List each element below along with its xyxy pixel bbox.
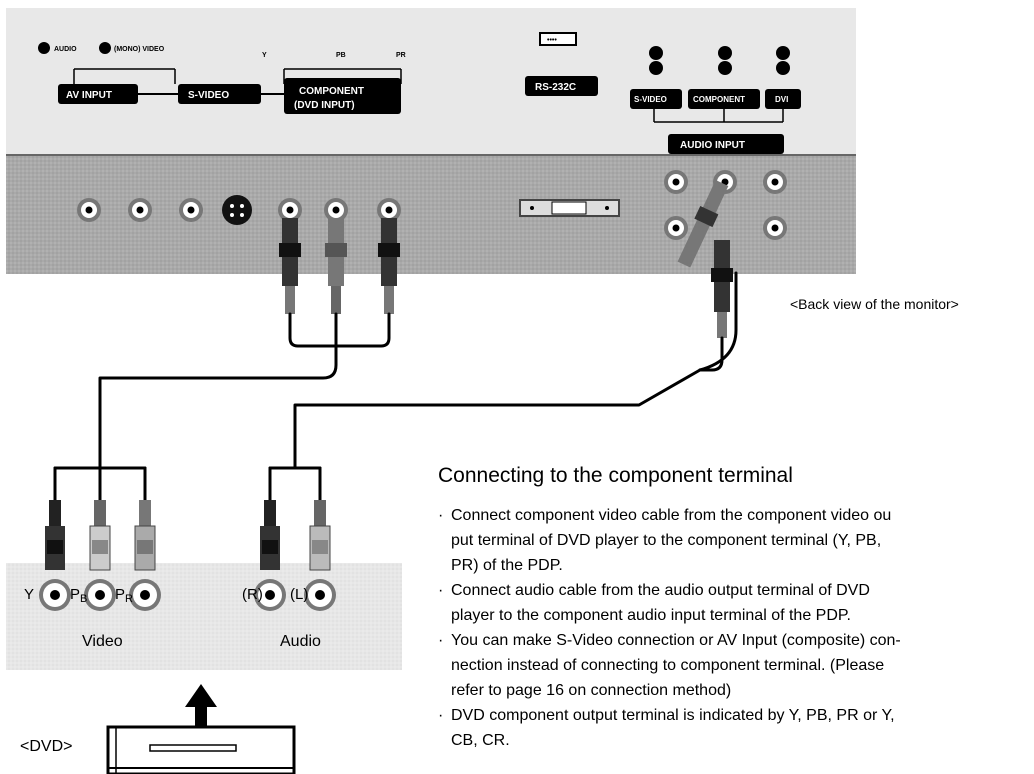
- panel-y-label: Y: [262, 52, 267, 59]
- audio-input-label-box: [668, 134, 784, 154]
- instruction-text: You can make S-Video connection or AV In…: [451, 632, 901, 649]
- panel-l-badge: L: [103, 46, 108, 53]
- instruction-line: refer to page 16 on connection method): [438, 681, 1034, 700]
- dvd-video-plugs: [39, 500, 161, 611]
- instruction-text: DVD component output terminal is indicat…: [451, 707, 895, 724]
- rs232c-label-box: [525, 76, 598, 96]
- instruction-line: nection instead of connecting to compone…: [438, 656, 1034, 675]
- monitor-back-view-caption: <Back view of the monitor>: [790, 296, 959, 312]
- rear-jacks: [77, 170, 787, 240]
- instruction-text: put terminal of DVD player to the compon…: [451, 532, 882, 549]
- dvd-y-label: Y: [24, 586, 34, 603]
- audio-s-video-label-box: [630, 89, 682, 109]
- audio-dvi-label: DVI: [775, 95, 788, 104]
- audio-component-label-box: [688, 89, 760, 109]
- rs232c-icon: [539, 32, 577, 46]
- bullet: ·: [438, 507, 444, 524]
- panel-audio-label: AUDIO: [54, 46, 77, 53]
- s-video-label: S-VIDEO: [188, 90, 229, 101]
- dvd-pr-label: PR: [115, 586, 133, 605]
- instruction-line: player to the component audio input term…: [438, 606, 1034, 625]
- dvd-player-icon: [106, 725, 296, 774]
- connection-instructions: Connecting to the component terminal · Co…: [438, 463, 1034, 774]
- rs232c-label: RS-232C: [535, 82, 576, 93]
- dvd-video-caption: Video: [82, 633, 123, 650]
- audio-dvi-label-box: [765, 89, 801, 109]
- svg-text:R: R: [653, 66, 658, 73]
- audio-input-label: AUDIO INPUT: [680, 140, 745, 151]
- instruction-text: refer to page 16 on connection method): [451, 682, 732, 699]
- instruction-line: · Connect audio cable from the audio outp…: [438, 581, 1034, 600]
- instruction-text: CB, CR.: [451, 732, 510, 749]
- rs232c-pins: ••••: [547, 37, 557, 44]
- svg-text:L: L: [653, 51, 658, 58]
- component-label-line1: COMPONENT: [299, 86, 364, 97]
- bullet: ·: [438, 707, 444, 724]
- dvd-audio-caption: Audio: [280, 633, 321, 650]
- dvd-audio-r-label: (R): [242, 586, 263, 603]
- cables: [53, 271, 738, 502]
- monitor-audio-plugs: [677, 180, 733, 338]
- dvd-audio-plugs: [254, 500, 336, 611]
- svg-text:L: L: [780, 51, 785, 58]
- component-label-line2: (DVD INPUT): [294, 100, 355, 111]
- dvd-pb-label: PB: [70, 586, 87, 605]
- monitor-component-plugs: [279, 218, 400, 314]
- instruction-text: Connect component video cable from the c…: [451, 507, 892, 524]
- instruction-text: Connect audio cable from the audio outpu…: [451, 582, 870, 599]
- instruction-text: player to the component audio input term…: [451, 607, 851, 624]
- panel-pr-label: PR: [396, 52, 406, 59]
- s-video-label-box: [178, 84, 261, 104]
- instruction-line: put terminal of DVD player to the compon…: [438, 531, 1034, 550]
- panel-mono-video-label: (MONO) VIDEO: [114, 46, 165, 53]
- instruction-line: · DVD component output terminal is indica…: [438, 706, 1034, 725]
- dvd-label: <DVD>: [20, 738, 72, 755]
- bullet: ·: [438, 582, 444, 599]
- instruction-text: PR) of the PDP.: [451, 557, 563, 574]
- rs232c-port: [519, 199, 620, 217]
- bullet: ·: [438, 632, 444, 649]
- instruction-line: PR) of the PDP.: [438, 556, 1034, 575]
- panel-pb-label: PB: [336, 52, 346, 59]
- svg-text:L: L: [722, 51, 727, 58]
- instructions-title: Connecting to the component terminal: [438, 464, 793, 487]
- component-label-box: [284, 78, 401, 114]
- panel-r-badge: R: [41, 46, 46, 53]
- instruction-line: · You can make S-Video connection or AV I…: [438, 631, 1034, 650]
- svg-text:R: R: [722, 66, 727, 73]
- audio-component-label: COMPONENT: [693, 95, 745, 104]
- instruction-text: nection instead of connecting to compone…: [451, 657, 885, 674]
- av-input-label: AV INPUT: [66, 90, 112, 101]
- dvd-audio-l-label: (L): [290, 586, 308, 603]
- instruction-line: · Connect component video cable from the …: [438, 506, 1034, 525]
- audio-s-video-label: S-VIDEO: [634, 95, 667, 104]
- av-input-label-box: [58, 84, 138, 104]
- instruction-line: CB, CR.: [438, 731, 1034, 750]
- instruction-lines: · Connect component video cable from the …: [438, 506, 1034, 750]
- upward-arrow-icon: [185, 684, 217, 730]
- svg-text:R: R: [780, 66, 785, 73]
- dvd-output-panel: [6, 563, 402, 670]
- audio-lr-markers: L R L R L R: [649, 46, 790, 75]
